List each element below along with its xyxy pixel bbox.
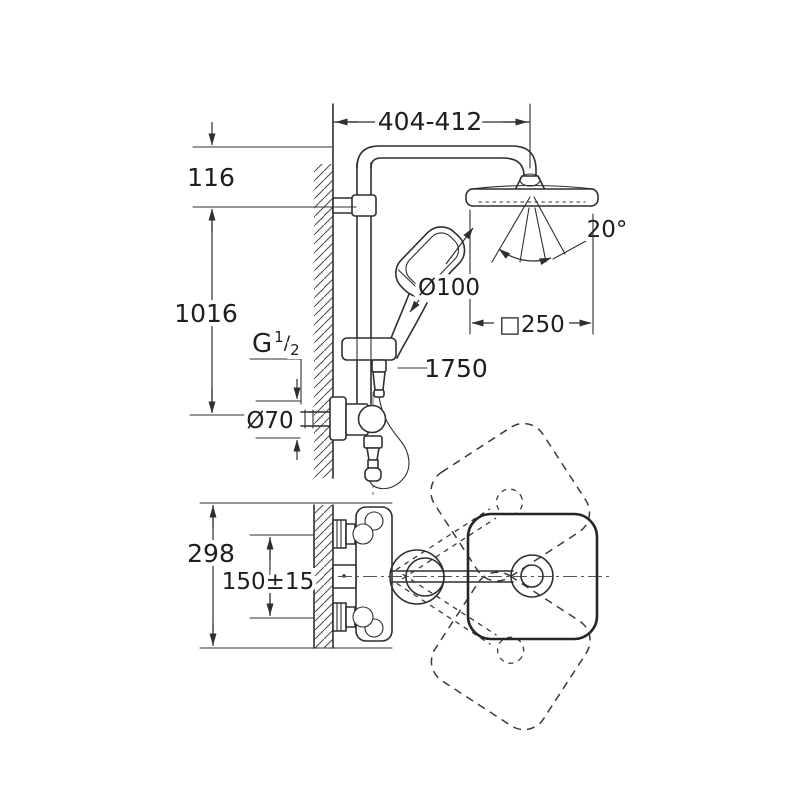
dimension-arrow: [445, 227, 474, 265]
head-shower-disc: [465, 188, 599, 207]
head-ball-joint: [514, 175, 546, 191]
head-shower-swivel-upper: [395, 422, 591, 582]
side-view: 20° 4: [170, 103, 631, 495]
inlet-union-ring: [352, 523, 374, 545]
spray-line: [519, 207, 530, 263]
wall-hatching: [314, 505, 333, 648]
hand-shower-face-rim: [405, 232, 460, 287]
shower-arm-outer: [356, 145, 537, 177]
inlet-spacing-label: 150±15: [222, 569, 314, 595]
rail-clamp: [351, 194, 377, 217]
thermostat-cap: [364, 511, 384, 531]
escutcheon-dia-label: Ø70: [246, 408, 293, 434]
dimension-arrow: [409, 275, 438, 313]
swivel-arm-dashed: [401, 517, 497, 580]
valve-knob: [357, 404, 387, 434]
top-width-label: 404-412: [378, 107, 482, 136]
inlet-fitting: [332, 519, 347, 549]
height-label: 1016: [174, 299, 238, 328]
hand-shower-head: [395, 226, 466, 298]
swivel-ball-dashed: [496, 636, 525, 664]
hand-shower-dia-label: Ø100: [418, 275, 480, 301]
outlet-neck: [367, 459, 379, 469]
hand-shower-holder: [341, 337, 397, 361]
escutcheon: [329, 396, 347, 441]
hose-fitting-cone: [372, 371, 386, 391]
head-ball-ring-inner: [520, 564, 544, 588]
hand-shower-handle: [396, 302, 428, 359]
angle-leader-line: [552, 240, 587, 260]
swivel-square-dashed: [430, 571, 591, 731]
hand-shower-body: [395, 226, 466, 298]
hand-shower-face-line: [397, 269, 424, 295]
head-shower-swivel-lower: [396, 571, 591, 731]
swivel-square-dashed: [430, 422, 591, 582]
top-view: 298 150±15: [183, 422, 612, 731]
shower-arm-inner: [370, 157, 525, 177]
wall-hatching: [314, 164, 333, 478]
head-shower-size-label: □250: [499, 312, 565, 338]
head-shower-dome-line: [469, 184, 595, 190]
head-ball-ring: [510, 554, 554, 598]
depth-label: 298: [187, 539, 235, 568]
outlet-fitting: [363, 435, 383, 449]
thermostat-cap: [364, 618, 384, 638]
inlet-fitting: [332, 602, 347, 632]
angle-arc: [498, 248, 552, 266]
center-mark: [342, 574, 346, 578]
angle-ray-right: [533, 196, 566, 255]
hose-nut: [364, 467, 382, 482]
shower-hose: [368, 396, 410, 490]
angle-ray-left: [491, 196, 531, 263]
outlet-cone: [366, 447, 380, 461]
hand-shower-ring-inner: [405, 557, 445, 597]
hose-fitting-cap: [373, 389, 385, 398]
head-shower-square: [466, 512, 599, 641]
offset-top-label: 116: [187, 163, 235, 192]
inlet-union-ring: [352, 606, 374, 628]
hose-length-label: 1750: [424, 354, 488, 383]
hose-fitting: [371, 359, 387, 373]
swivel-arm-dashed: [395, 508, 491, 571]
swivel-arm-dashed: [402, 573, 497, 636]
